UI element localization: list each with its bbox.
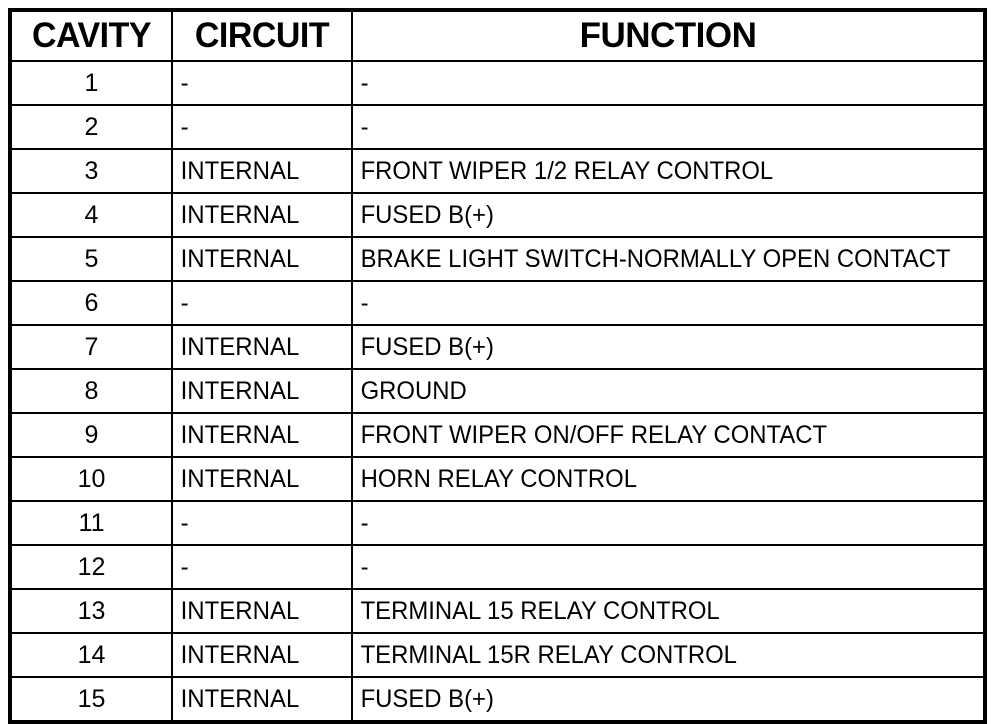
cell-circuit: - <box>171 104 346 150</box>
cell-cavity: 3 <box>9 148 173 194</box>
cell-cavity: 10 <box>9 456 173 502</box>
cell-cavity: 4 <box>9 192 173 238</box>
cell-circuit: INTERNAL <box>171 676 346 723</box>
cell-function: - <box>351 500 958 546</box>
cell-cavity: 8 <box>9 368 173 414</box>
cell-circuit: INTERNAL <box>171 588 346 634</box>
cell-function: BRAKE LIGHT SWITCH-NORMALLY OPEN CONTACT <box>351 236 958 282</box>
cell-circuit: INTERNAL <box>171 412 346 458</box>
table-row: 12-- <box>9 544 985 590</box>
cell-function: FUSED B(+) <box>351 676 958 723</box>
cell-circuit: INTERNAL <box>171 456 346 502</box>
cell-function: FRONT WIPER 1/2 RELAY CONTROL <box>351 148 958 194</box>
column-header-cavity: CAVITY <box>11 9 171 62</box>
cell-function: - <box>351 60 958 106</box>
table-row: 6-- <box>9 280 985 326</box>
cell-function: - <box>351 280 958 326</box>
cell-circuit: INTERNAL <box>171 324 346 370</box>
cell-circuit: INTERNAL <box>171 236 346 282</box>
cell-function: TERMINAL 15 RELAY CONTROL <box>351 588 958 634</box>
cell-cavity: 6 <box>9 280 173 326</box>
cell-circuit: - <box>171 60 346 106</box>
table-row: 2-- <box>9 104 985 150</box>
cell-function: - <box>351 544 958 590</box>
cell-function: - <box>351 104 958 150</box>
cell-function: GROUND <box>351 368 958 414</box>
cell-function: FUSED B(+) <box>351 324 958 370</box>
table-header: CAVITY CIRCUIT FUNCTION <box>10 9 986 62</box>
cell-cavity: 11 <box>9 500 173 546</box>
cell-cavity: 1 <box>9 60 173 106</box>
cell-function: TERMINAL 15R RELAY CONTROL <box>351 632 958 678</box>
cell-circuit: INTERNAL <box>171 192 346 238</box>
cell-cavity: 13 <box>9 588 173 634</box>
table-header-row: CAVITY CIRCUIT FUNCTION <box>10 9 986 62</box>
column-header-circuit: CIRCUIT <box>173 9 351 62</box>
table-row: 11-- <box>9 500 985 546</box>
cell-cavity: 15 <box>9 676 173 723</box>
cell-cavity: 2 <box>9 104 173 150</box>
cell-circuit: INTERNAL <box>171 632 346 678</box>
cell-circuit: - <box>171 500 346 546</box>
column-header-function: FUNCTION <box>351 9 986 62</box>
cell-cavity: 14 <box>9 632 173 678</box>
cell-circuit: INTERNAL <box>171 368 346 414</box>
table-row: 1-- <box>9 60 985 106</box>
cell-circuit: - <box>171 280 346 326</box>
cell-function: HORN RELAY CONTROL <box>351 456 958 502</box>
cell-function: FUSED B(+) <box>351 192 958 238</box>
cell-cavity: 12 <box>9 544 173 590</box>
cell-cavity: 7 <box>9 324 173 370</box>
cell-cavity: 9 <box>9 412 173 458</box>
cell-function: FRONT WIPER ON/OFF RELAY CONTACT <box>351 412 958 458</box>
cell-cavity: 5 <box>9 236 173 282</box>
cell-circuit: INTERNAL <box>171 148 346 194</box>
cell-circuit: - <box>171 544 346 590</box>
